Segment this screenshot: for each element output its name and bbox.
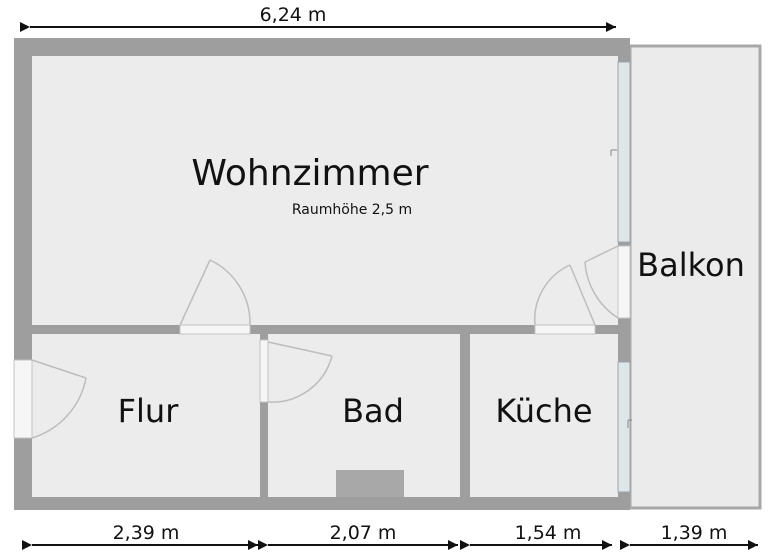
room-label-kitchen: Küche (495, 392, 592, 430)
door-swing-living-hall (179, 259, 251, 326)
door-opening-balcony (617, 245, 631, 319)
room-label-hall: Flur (118, 392, 180, 430)
door-swing-living-kitchen (534, 264, 596, 326)
wall-hall-bath (260, 334, 268, 497)
floor-hall (32, 334, 260, 497)
door-swing-entrance (31, 359, 87, 439)
wall-marker-lower (627, 419, 632, 428)
door-swing-bath (267, 341, 333, 403)
floor-living-room (32, 56, 618, 325)
door-swing-balcony (584, 245, 619, 319)
dimension-label-balcony: 1,39 m (661, 522, 728, 544)
window-kitchen (617, 361, 631, 493)
door-opening-bath (259, 339, 269, 403)
floor-kitchen (470, 334, 618, 497)
wall-bath-kitchen (460, 334, 470, 497)
floor-balcony (630, 46, 760, 508)
room-label-living: Wohnzimmer (191, 153, 428, 194)
window-living (617, 61, 631, 243)
room-label-bath: Bad (342, 392, 404, 430)
dimension-label-top: 6,24 m (260, 4, 327, 26)
wall-bottom (14, 497, 626, 510)
room-label-balcony: Balkon (637, 246, 745, 284)
dimension-label-bath: 2,07 m (330, 522, 397, 544)
wall-top (14, 38, 626, 56)
bath-fixture (336, 470, 404, 497)
dimension-label-kitchen: 1,54 m (515, 522, 582, 544)
wall-living-lower (32, 325, 618, 334)
wall-marker-upper (610, 149, 617, 156)
floor-bath (268, 334, 460, 497)
door-opening-living-hall (179, 324, 251, 335)
room-note-living: Raumhöhe 2,5 m (292, 202, 412, 218)
dimension-label-hall: 2,39 m (113, 522, 180, 544)
door-opening-living-kitchen (534, 324, 596, 335)
wall-left (14, 38, 32, 510)
door-opening-entrance (13, 359, 33, 439)
